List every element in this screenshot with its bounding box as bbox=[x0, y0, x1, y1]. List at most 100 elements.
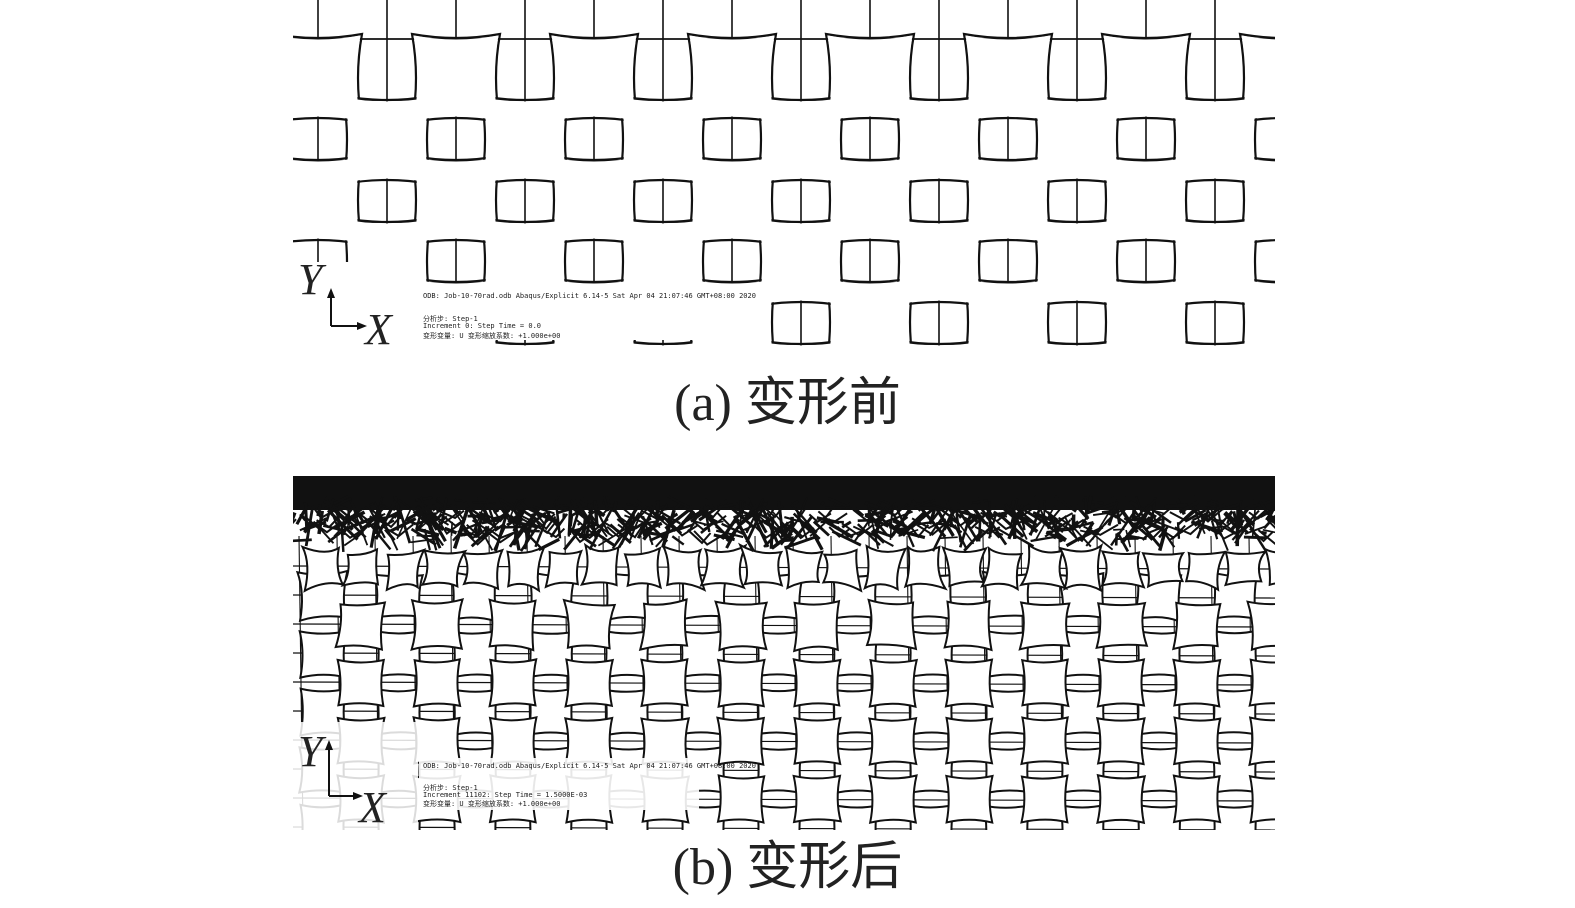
lattice-cell bbox=[565, 718, 612, 765]
crushed-cell bbox=[1143, 553, 1183, 586]
info-deformation-line: 变形变量: U 变形缩放系数: +1.000e+00 bbox=[423, 331, 560, 340]
crushed-strut bbox=[416, 535, 438, 536]
crushed-strut bbox=[821, 502, 823, 505]
lattice-cell bbox=[945, 601, 992, 650]
crushed-cell bbox=[1226, 552, 1266, 585]
lattice-cell bbox=[1097, 603, 1147, 648]
crushed-strut bbox=[1116, 534, 1117, 546]
crushed-cell bbox=[865, 546, 906, 589]
lattice-cell bbox=[412, 599, 463, 649]
lattice-cell bbox=[867, 600, 916, 649]
compacted-band-fill bbox=[293, 476, 1275, 510]
lattice-cell bbox=[1020, 603, 1069, 650]
cell-interior bbox=[1173, 220, 1258, 305]
cell-interior bbox=[897, 220, 982, 305]
crushed-strut bbox=[939, 537, 958, 538]
crushed-strut bbox=[458, 533, 466, 535]
info-odb-line: ODB: Job-10-70rad.odb Abaqus/Explicit 6.… bbox=[423, 762, 756, 770]
crushed-cell bbox=[625, 548, 661, 587]
cell-interior bbox=[1035, 220, 1120, 305]
lattice-cell bbox=[945, 660, 992, 707]
crushed-strut bbox=[472, 502, 495, 503]
cell-interior bbox=[1173, 98, 1258, 183]
info-deformation-line: 变形变量: U 变形缩放系数: +1.000e+00 bbox=[423, 799, 560, 808]
lattice-cell bbox=[1173, 660, 1220, 707]
crushed-cell bbox=[982, 548, 1022, 589]
crushed-strut bbox=[570, 515, 571, 526]
cell-interior bbox=[1035, 98, 1120, 183]
lattice-cell bbox=[1021, 776, 1067, 823]
cell-interior bbox=[483, 98, 568, 183]
lattice-cell bbox=[564, 600, 615, 648]
lattice-cell bbox=[1249, 718, 1275, 765]
crushed-cell bbox=[582, 545, 619, 585]
cell-interior bbox=[759, 98, 844, 183]
lattice-cell bbox=[1174, 718, 1220, 764]
undeformed-lattice-panel: Y X ODB: Job-10-70rad.odb Abaqus/Explici… bbox=[293, 0, 1275, 360]
crushed-cell bbox=[508, 546, 545, 590]
compacted-band bbox=[293, 476, 1275, 552]
info-increment-line: Increment 0: Step Time = 0.0 bbox=[423, 322, 541, 330]
crushed-strut bbox=[305, 502, 306, 530]
crushed-strut bbox=[1031, 537, 1056, 541]
lattice-cell bbox=[1173, 603, 1220, 649]
lattice-cell bbox=[795, 718, 841, 764]
crushed-cell bbox=[1021, 545, 1065, 588]
x-axis-label: X bbox=[363, 305, 394, 354]
cell-interior bbox=[897, 98, 982, 183]
lattice-cell bbox=[490, 717, 536, 764]
lattice-cell bbox=[1174, 776, 1220, 822]
crushed-cell bbox=[740, 545, 782, 585]
lattice-cell bbox=[1022, 660, 1068, 706]
crushed-cell bbox=[343, 549, 378, 585]
lattice-cell bbox=[870, 775, 917, 822]
lattice-cell bbox=[490, 600, 536, 650]
lattice-cell bbox=[336, 603, 385, 650]
lattice-cell bbox=[794, 776, 841, 822]
lattice-cell bbox=[414, 717, 461, 764]
lattice-cell bbox=[1097, 718, 1144, 764]
lattice-cell bbox=[794, 601, 839, 651]
crushed-cell bbox=[943, 548, 986, 586]
crushed-fold bbox=[694, 531, 724, 545]
crushed-cell bbox=[701, 546, 745, 588]
crushed-strut bbox=[672, 536, 683, 544]
lattice-cell bbox=[869, 718, 916, 764]
cell-interior bbox=[345, 98, 430, 183]
crushed-strut bbox=[434, 510, 435, 511]
lattice-cell bbox=[1097, 775, 1144, 822]
info-increment-line: Increment 11102: Step Time = 1.5000E-03 bbox=[423, 791, 587, 799]
lattice-cell bbox=[946, 718, 992, 763]
crushed-cell bbox=[663, 547, 704, 590]
lattice-cell bbox=[718, 775, 764, 822]
lattice-cell bbox=[946, 776, 992, 823]
crushed-strut bbox=[455, 500, 462, 501]
deformed-lattice-drawing: Y X ODB: Job-10-70rad.odb Abaqus/Explici… bbox=[293, 476, 1275, 830]
cell-interior bbox=[759, 220, 844, 305]
crushed-strut bbox=[1244, 537, 1266, 538]
crushed-strut bbox=[1085, 496, 1086, 514]
caption-deformed: (b) 变形后 bbox=[0, 842, 1575, 894]
lattice-cell bbox=[1098, 659, 1144, 706]
lattice-cell bbox=[566, 660, 613, 707]
crushed-strut bbox=[657, 500, 658, 515]
crushed-strut bbox=[293, 513, 295, 543]
crushed-cell bbox=[1102, 551, 1144, 587]
crushed-cell bbox=[464, 550, 502, 589]
x-axis-label: X bbox=[357, 783, 388, 830]
lattice-cell bbox=[717, 718, 763, 765]
lattice-cell bbox=[794, 659, 840, 706]
crushed-strut bbox=[293, 540, 312, 542]
lattice-cell bbox=[870, 660, 917, 707]
caption-undeformed: (a) 变形前 bbox=[0, 378, 1575, 430]
lattice-cell bbox=[490, 659, 537, 706]
lattice-cell bbox=[716, 602, 767, 650]
crushed-strut bbox=[1164, 505, 1187, 507]
crushed-strut bbox=[1066, 538, 1080, 546]
lattice-cell bbox=[718, 660, 764, 707]
undeformed-lattice-drawing: Y X ODB: Job-10-70rad.odb Abaqus/Explici… bbox=[293, 0, 1275, 360]
crushed-strut bbox=[1123, 538, 1140, 539]
lattice-cell bbox=[641, 718, 688, 764]
crushed-cell bbox=[1265, 549, 1275, 586]
crushed-cell bbox=[1060, 546, 1101, 591]
